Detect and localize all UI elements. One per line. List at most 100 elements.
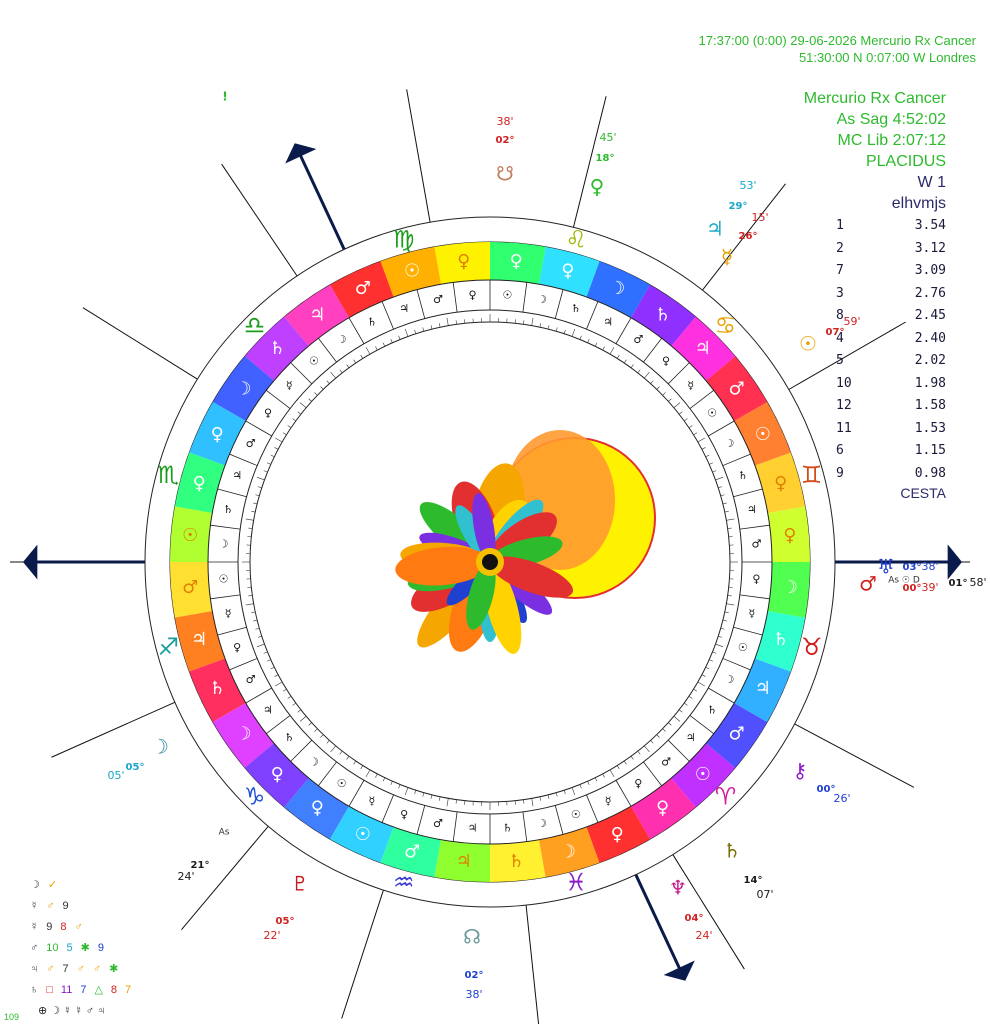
degree-tick (630, 755, 634, 760)
legend-aspect: 8 (60, 921, 67, 933)
inner-ring-divider (318, 338, 337, 363)
degree-tick (299, 402, 307, 408)
color-ring-glyph: ☉ (695, 764, 711, 785)
color-ring-glyph: ☽ (560, 842, 576, 863)
ascendant-minute: 58' (969, 576, 986, 589)
degree-tick (282, 432, 287, 436)
info-midheaven: MC Lib 2:07:12 (837, 132, 946, 149)
degree-tick (282, 688, 287, 692)
house-score: 1.98 (914, 375, 946, 391)
degree-tick (724, 510, 729, 513)
inner-ring-glyph: ♄ (367, 316, 377, 329)
inner-ring-glyph: ♀ (233, 641, 241, 654)
legend-planet: ☿ (30, 900, 39, 912)
degree-tick (263, 470, 268, 473)
color-ring-glyph: ♀ (510, 251, 523, 272)
degree-tick (390, 338, 393, 343)
legend-aspect: △ (94, 984, 103, 996)
inner-ring-divider (722, 658, 751, 671)
degree-tick (274, 447, 279, 450)
asc-lower-mark: As (219, 828, 230, 838)
degree-tick (422, 327, 425, 332)
degree-tick (314, 728, 318, 732)
degree-tick (404, 328, 409, 337)
inner-ring-divider (643, 761, 662, 786)
degree-tick (266, 659, 271, 662)
legend-aspect: 7 (80, 984, 87, 996)
color-ring-segment (671, 316, 736, 381)
inner-ring-divider (290, 362, 313, 385)
inner-ring-divider (266, 715, 291, 734)
degree-tick (455, 320, 457, 325)
inner-ring-divider (266, 390, 291, 409)
inner-ring-glyph: ♂ (751, 538, 761, 551)
planet-degree: 05° (276, 916, 295, 927)
color-ring-segment (174, 610, 226, 672)
house-number: 10 (836, 375, 852, 391)
degree-tick (382, 777, 386, 782)
color-ring-glyph: ♀ (611, 824, 624, 845)
planet-degree: 03° (903, 562, 922, 573)
degree-tick (346, 364, 350, 369)
inner-ring-divider (554, 805, 564, 835)
degree-tick (673, 716, 681, 722)
planet-minute: 38' (496, 115, 513, 128)
legend-aspect: ⊕ ☽ ☿ ☿ ♂ ♃ (38, 1005, 106, 1017)
zodiac-sign-glyph: ♑ (244, 782, 266, 810)
color-ring-glyph: ♀ (311, 798, 324, 819)
planet-glyph: ♀ (590, 175, 605, 199)
color-ring-segment (284, 778, 349, 840)
aspect-legend-row: ☽✓ (30, 875, 131, 896)
color-ring-glyph: ♃ (456, 851, 472, 872)
house-number: 3 (836, 285, 844, 301)
inner-ring-divider (586, 301, 599, 330)
color-ring-glyph: ♂ (182, 577, 198, 598)
house-cusp-line (406, 89, 431, 223)
degree-tick (275, 437, 283, 443)
color-ring-segment (170, 506, 213, 562)
planet-glyph: ☊ (463, 925, 481, 949)
legend-aspect: 9 (97, 942, 104, 954)
degree-tick (251, 611, 256, 614)
legend-aspect: ✱ (80, 942, 90, 954)
degree-tick (555, 792, 558, 797)
color-ring-glyph: ♀ (656, 798, 669, 819)
degree-tick (637, 369, 641, 374)
inner-ring-divider (217, 488, 247, 498)
degree-tick (616, 354, 620, 359)
zodiac-sign-glyph: ♓ (565, 869, 587, 897)
color-ring-segment (189, 402, 246, 466)
legend-aspect: 11 (60, 984, 73, 996)
house-cusp-line (341, 889, 384, 1019)
degree-tick (571, 787, 576, 796)
color-ring-glyph: ♀ (193, 473, 206, 494)
color-ring-glyph: ♀ (271, 764, 284, 785)
degree-tick (446, 798, 449, 807)
zodiac-sign-glyph: ♉ (801, 633, 823, 661)
degree-tick (727, 595, 732, 597)
degree-tick (404, 787, 409, 796)
color-ring-glyph: ♂ (728, 378, 744, 399)
house-score: 3.54 (914, 218, 946, 233)
color-ring-segment (212, 703, 274, 768)
color-ring-glyph: ♄ (209, 678, 225, 699)
degree-tick (673, 402, 681, 408)
inner-ring-divider (245, 687, 272, 704)
legend-aspect: 10 (46, 942, 59, 954)
inner-ring-divider (522, 811, 528, 842)
degree-tick (390, 781, 393, 786)
color-ring-segment (170, 562, 213, 618)
inner-ring-glyph: ♄ (571, 302, 581, 315)
degree-tick (255, 494, 260, 497)
degree-tick (688, 695, 693, 699)
house-cusp-line (221, 163, 298, 277)
legend-aspect: ♂ (74, 921, 83, 933)
descendant-axis-head (947, 544, 962, 580)
degree-tick (623, 760, 627, 765)
house-score: 2.45 (914, 308, 946, 323)
zodiac-sign-glyph: ♎ (244, 312, 266, 340)
degree-tick (724, 611, 729, 614)
legend-aspect: 5 (66, 942, 73, 954)
